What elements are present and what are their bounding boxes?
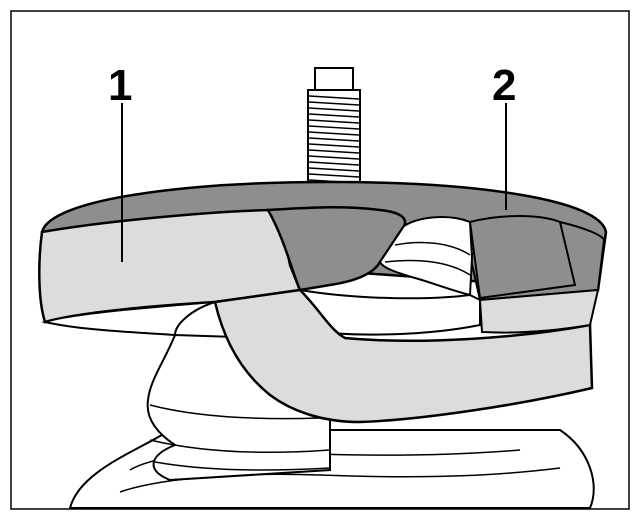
seat-lower-arm bbox=[213, 288, 594, 424]
seat-left-lip bbox=[41, 301, 216, 337]
thread-line bbox=[308, 161, 360, 166]
thread-line bbox=[308, 143, 360, 148]
spring-coil bbox=[68, 429, 595, 509]
thread-line bbox=[308, 107, 360, 112]
stud-tip bbox=[314, 67, 354, 93]
thread-line bbox=[308, 149, 360, 154]
part-1-spring-seat bbox=[38, 208, 600, 424]
thread-line bbox=[308, 113, 360, 118]
thread-line bbox=[308, 173, 360, 178]
threaded-stud bbox=[307, 67, 361, 191]
callout-2-label: 2 bbox=[492, 61, 516, 110]
seat-right-flange bbox=[478, 288, 600, 334]
thread-line bbox=[308, 137, 360, 142]
lug-right-pocket bbox=[468, 215, 577, 300]
thread-line bbox=[308, 125, 360, 130]
thread-line bbox=[308, 167, 360, 172]
thread-line bbox=[308, 95, 360, 100]
thread-line bbox=[308, 155, 360, 160]
thread-line bbox=[308, 131, 360, 136]
lug-window bbox=[378, 216, 474, 297]
part-2-lug bbox=[265, 206, 577, 300]
thread-line bbox=[308, 119, 360, 124]
thread-line bbox=[308, 101, 360, 106]
callout-1-label: 1 bbox=[108, 61, 132, 110]
